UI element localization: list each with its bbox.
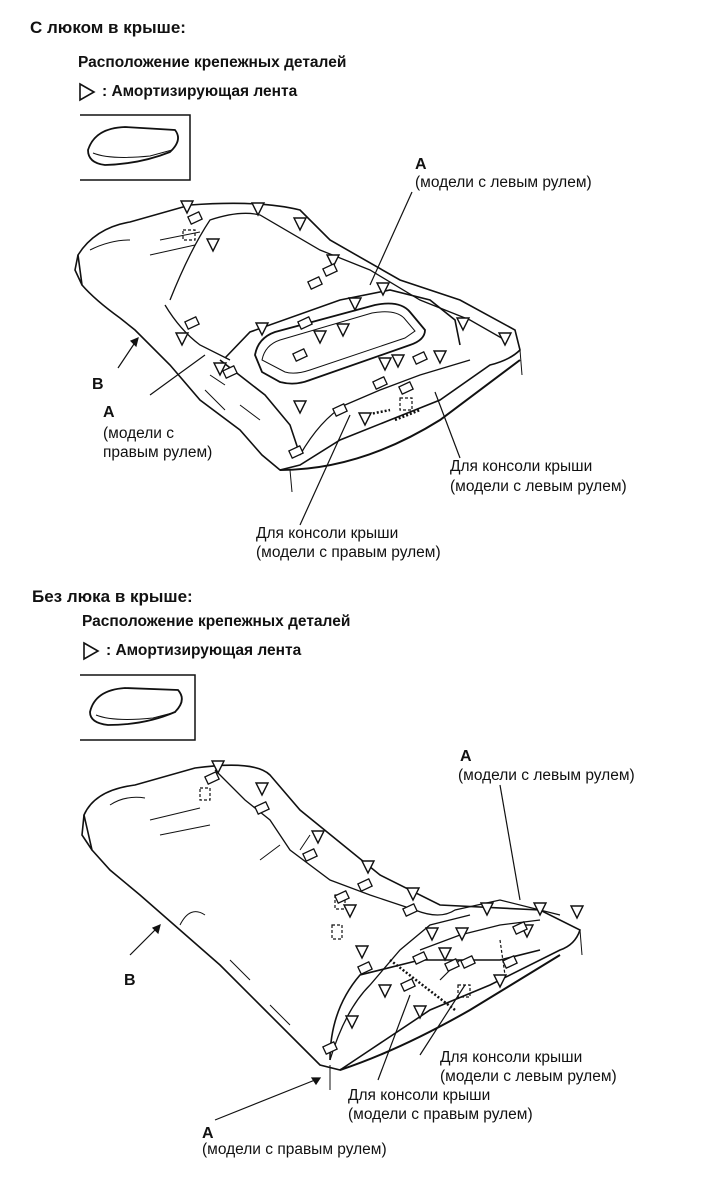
bottom-label-b-letter: B	[124, 972, 136, 989]
bottom-legend: : Амортизирующая лента	[82, 641, 301, 661]
top-label-a-left-letter: A	[415, 156, 427, 173]
bottom-legend-text: : Амортизирующая лента	[106, 642, 302, 659]
top-leader-lines	[117, 191, 461, 526]
bottom-section-title: Без люка в крыше:	[32, 587, 193, 606]
triangle-marker-icon	[79, 82, 96, 102]
top-console-right-1: Для консоли крыши	[256, 525, 399, 542]
top-clips	[182, 211, 428, 459]
damping-tape-icon	[87, 126, 179, 166]
bottom-console-left-2: (модели с левым рулем)	[440, 1068, 617, 1085]
top-console-left-2: (модели с левым рулем)	[450, 478, 627, 495]
bottom-label-a-left-note: (модели с левым рулем)	[458, 767, 635, 784]
bottom-console-right-1: Для консоли крыши	[348, 1087, 491, 1104]
bottom-clips	[204, 771, 528, 1055]
bottom-fastener-location-title: Расположение крепежных деталей	[82, 613, 351, 630]
triangle-marker-icon	[83, 641, 100, 661]
bottom-label-a-left-letter: A	[460, 748, 472, 765]
bottom-legend-tape-frame	[80, 674, 196, 741]
top-label-a-right-note-2: правым рулем)	[103, 444, 213, 461]
top-section-title: С люком в крыше:	[30, 18, 186, 37]
top-fastener-location-title: Расположение крепежных деталей	[78, 54, 347, 71]
top-console-left-1: Для консоли крыши	[450, 458, 593, 475]
top-console-right-2: (модели с правым рулем)	[256, 544, 441, 561]
top-label-a-right-letter: A	[103, 404, 115, 421]
top-headliner	[74, 202, 523, 493]
top-legend-text: : Амортизирующая лента	[102, 83, 298, 100]
bottom-label-a-right-note: (модели с правым рулем)	[202, 1141, 387, 1158]
top-legend-tape-frame	[80, 114, 191, 181]
top-legend: : Амортизирующая лента	[78, 82, 297, 102]
top-label-a-left-note: (модели с левым рулем)	[415, 174, 592, 191]
bottom-leader-lines	[129, 784, 521, 1121]
bottom-label-a-right-letter: A	[202, 1125, 214, 1142]
bottom-triangle-markers	[211, 760, 584, 1029]
top-label-a-right-note-1: (модели с	[103, 425, 175, 442]
bottom-console-right-2: (модели с правым рулем)	[348, 1106, 533, 1123]
bottom-console-left-1: Для консоли крыши	[440, 1049, 583, 1066]
top-label-b-letter: B	[92, 376, 104, 393]
